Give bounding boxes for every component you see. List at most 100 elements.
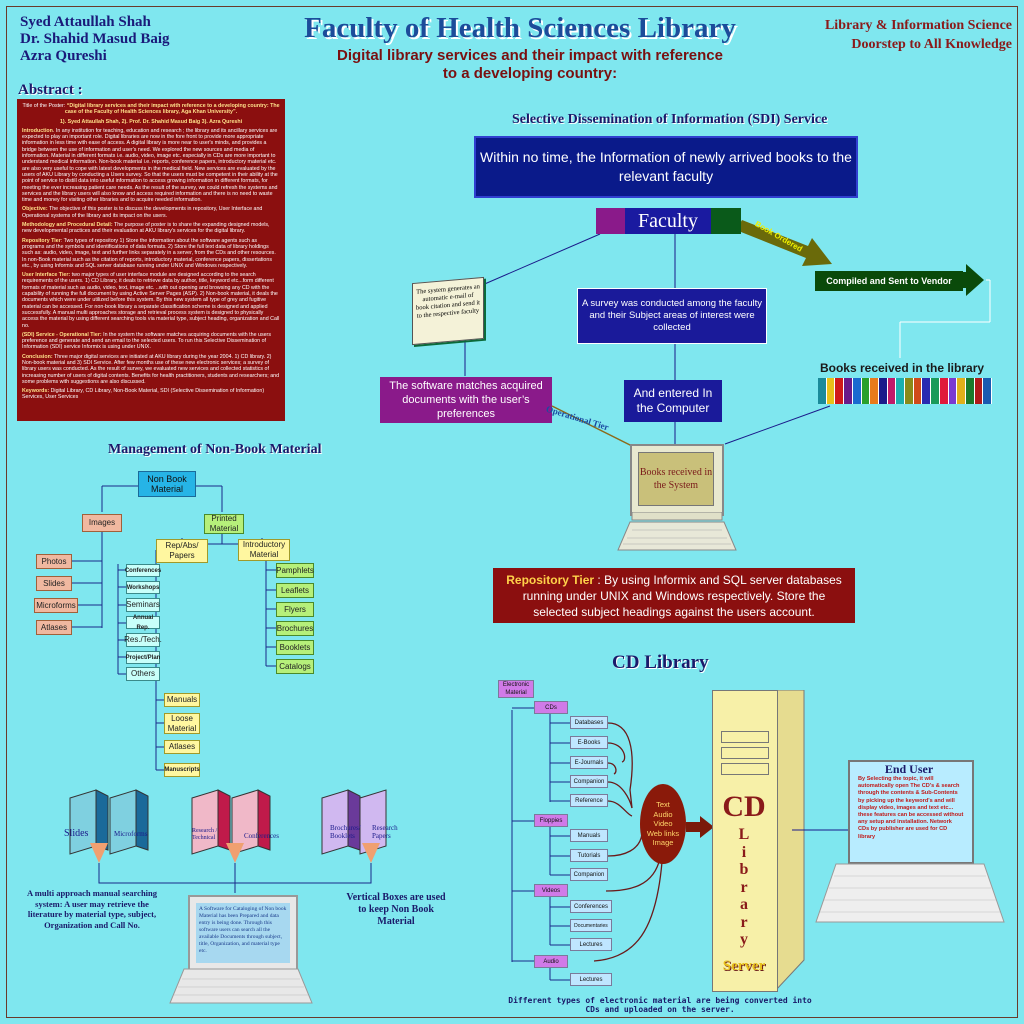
objective-text: The objective of this poster is to discu… — [22, 206, 263, 219]
faculty-to-system-line — [479, 233, 601, 287]
bookshelf — [818, 378, 993, 404]
nbm-intro-item: Flyers — [276, 602, 314, 617]
nbm-rep-item: Others — [126, 667, 160, 681]
cd-floppies: Floppies — [534, 814, 568, 827]
book-spine — [939, 378, 949, 404]
book-spine — [818, 378, 827, 404]
nbm-printed-item: Atlases — [164, 740, 200, 754]
box-title: Slides — [64, 828, 89, 839]
subtitle-line-2: to a developing country: — [442, 65, 618, 82]
enduser-text: By Selecting the topic, it will automati… — [858, 776, 964, 840]
box-title: Microforms — [114, 830, 148, 838]
video-item: Documentaries — [570, 919, 612, 932]
conclusion-label: Conclusion: — [22, 353, 53, 360]
book-spine — [852, 378, 862, 404]
floppy-item: Manuals — [570, 829, 608, 842]
sdi-label: (SDI) Service - Operational Tier: — [22, 331, 102, 338]
author-2: Dr. Shahid Masud Baig — [20, 31, 170, 47]
book-spine — [835, 378, 845, 404]
intro-text: . In any institution for teaching, educa… — [22, 127, 278, 204]
nbm-rep-item: Conferences — [125, 564, 161, 577]
nbm-intro-item: Booklets — [276, 640, 314, 655]
server-cd-label: CD — [722, 790, 766, 823]
nbm-tree-lines — [70, 485, 276, 771]
tagline-line-1: Library & Information Science — [824, 18, 1012, 33]
media-type: Text — [656, 800, 670, 810]
author-3: Azra Qureshi — [20, 48, 107, 64]
book-spine — [896, 378, 906, 404]
keywords-label: Keywords: — [22, 388, 50, 395]
abstract-box: Title of the Poster: “Digital library se… — [17, 99, 285, 421]
library-tagline: Library & Information Science Doorstep t… — [820, 16, 1012, 54]
nbm-intro-item: Brochures — [276, 621, 314, 636]
abstract-conclusion: Conclusion: Three major digital services… — [22, 354, 280, 385]
enduser-keyboard-icon — [815, 863, 1005, 923]
book-spine — [861, 378, 871, 404]
repository-tier-text: : By using Informix and SQL server datab… — [522, 573, 842, 619]
cd-item: E-Journals — [570, 756, 608, 769]
repository-tier-box: Repository Tier : By using Informix and … — [493, 568, 855, 623]
nbm-image-item: Slides — [36, 576, 72, 591]
enduser-screen: End User By Selecting the topic, it will… — [848, 760, 974, 864]
server-letter: r — [740, 878, 748, 896]
nbm-rep-item: Workshops — [126, 581, 160, 594]
nbm-printed-item: Loose Material — [164, 713, 200, 734]
audio-item: Lectures — [570, 973, 612, 986]
nbm-rep: Rep/Abs/ Papers — [156, 539, 208, 563]
nbm-intro-item: Leaflets — [276, 583, 314, 598]
storage-box-icon — [69, 789, 387, 855]
vertical-boxes-note: Vertical Boxes are used to keep Non Book… — [346, 892, 446, 927]
repository-tier-label: Repository Tier — [506, 573, 595, 587]
monitor-screen: Books received in the System — [638, 452, 714, 506]
books-to-monitor-line — [724, 405, 831, 445]
down-arrow-icon — [362, 843, 380, 863]
ui-text: two major types of user interface module… — [22, 272, 280, 329]
vertical-boxes-illustration — [69, 789, 387, 855]
cd-server — [712, 690, 778, 992]
book-spine — [974, 378, 984, 404]
server-letter: L — [738, 826, 750, 843]
repo-text: : Two types of repository 1) Store the i… — [22, 237, 276, 269]
nbm-intro-item: Catalogs — [276, 659, 314, 674]
server-letter: r — [740, 913, 748, 931]
drive-bay — [721, 731, 769, 743]
abstract-title: “Digital library services and their impa… — [64, 103, 280, 116]
cd-item: E-Books — [570, 736, 608, 749]
enduser-title: End User — [884, 762, 934, 776]
abstract-keywords: Keywords: Digital Library, CD Library, N… — [22, 388, 280, 401]
box-title: Research / Technical — [192, 828, 218, 841]
nbm-intro-item: Pamphlets — [276, 563, 314, 578]
drive-bay — [721, 763, 769, 775]
poster-subtitle: Digital library services and their impac… — [300, 47, 760, 83]
book-spine — [870, 378, 879, 404]
oval-to-server-arrow-icon — [686, 816, 714, 838]
floppy-item: Companion — [570, 868, 608, 881]
server-letter: b — [739, 861, 749, 878]
media-type: Image — [652, 838, 674, 848]
book-spine — [922, 378, 932, 404]
abstract-heading: Abstract : — [18, 82, 83, 98]
book-spine — [878, 378, 888, 404]
nbm-laptop-screen: A Software for Cataloging of Non book Ma… — [188, 895, 298, 971]
nbm-rep-item: Res./Tech. — [124, 633, 162, 647]
media-type: Web links — [646, 828, 680, 838]
nbm-laptop-text: A Software for Cataloging of Non book Ma… — [196, 903, 290, 963]
sdi-monitor: Books received in the System — [630, 444, 724, 516]
abstract-ui: User Interface Tier: two major types of … — [22, 272, 280, 329]
nbm-root: Non Book Material — [138, 471, 196, 497]
method-text: The purpose of poster is to share the ex… — [22, 222, 270, 235]
poster-frame — [6, 6, 1018, 1018]
subtitle-line-1: Digital library services and their impac… — [337, 47, 723, 64]
method-label: Methodology and Procedural Detail: — [22, 222, 113, 229]
repo-label: Repository Tier — [22, 237, 61, 244]
server-letter: y — [740, 931, 748, 948]
cd-tree-lines — [511, 707, 663, 981]
abstract-method: Methodology and Procedural Detail: The p… — [22, 222, 280, 235]
laptop-keyboard-icon — [169, 968, 313, 1004]
book-spine — [957, 378, 966, 404]
drive-bay — [721, 747, 769, 759]
sdi-text: In the system the software matches acqui… — [22, 331, 271, 351]
cd-item: Companion — [570, 775, 608, 788]
tagline-line-2: Doorstep to All Knowledge — [851, 37, 1012, 52]
faculty-left-block — [596, 208, 625, 234]
